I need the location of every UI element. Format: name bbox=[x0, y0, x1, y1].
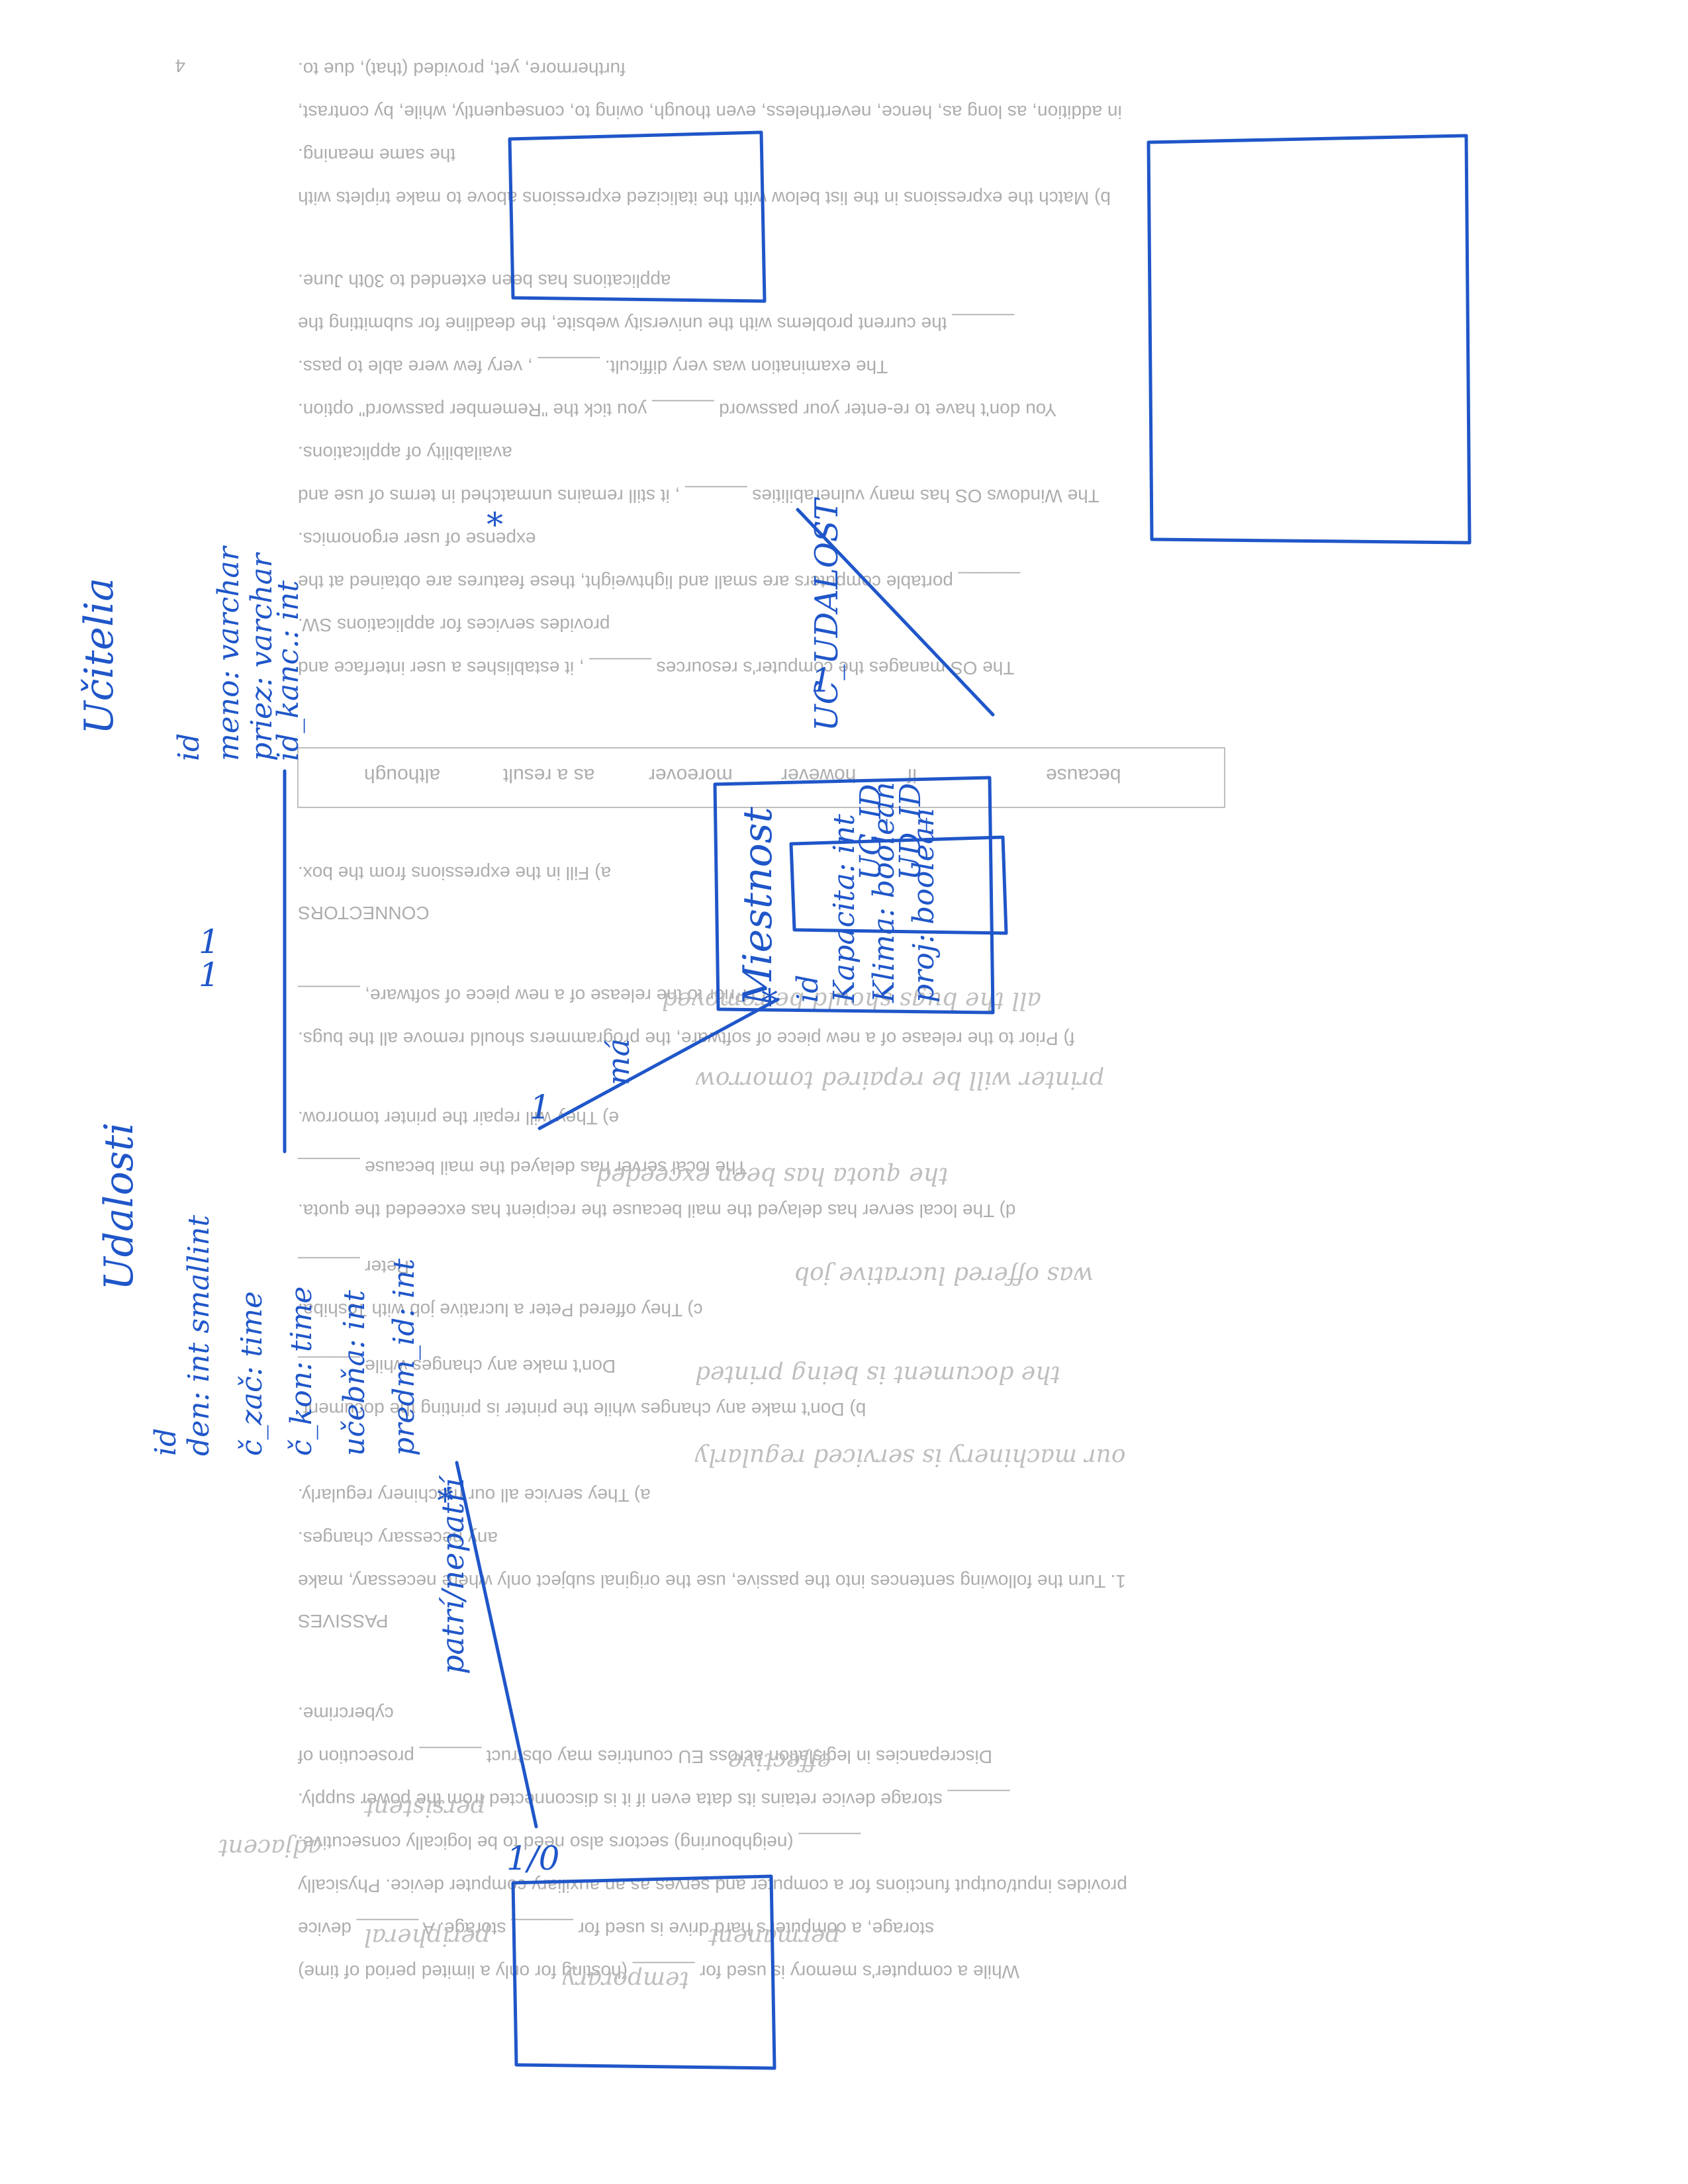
entity-box bbox=[1147, 134, 1472, 545]
entity-field: den: int smallint bbox=[182, 1214, 216, 1456]
relationship-label: má bbox=[600, 1038, 636, 1085]
cardinality-to: 1 bbox=[811, 661, 832, 700]
bleed-line: The Windows OS has many vulnerabilities … bbox=[298, 486, 1100, 506]
bleed-line: e) They will repair the printer tomorrow… bbox=[298, 1108, 619, 1128]
bleed-line: ______ portable computers are small and … bbox=[298, 572, 1021, 592]
bleed-line: f) Prior to the release of a new piece o… bbox=[298, 1028, 1074, 1049]
entity-title: Udalosti bbox=[96, 1122, 142, 1291]
bleed-handwritten-answer: was offered lucrative job bbox=[794, 1261, 1094, 1289]
bleed-line: You don't have to re-enter your password… bbox=[298, 400, 1056, 420]
bleed-line: a) They service all our machinery regula… bbox=[298, 1485, 651, 1506]
cardinality-from: * bbox=[437, 1482, 453, 1520]
bleed-line: Discrepancies in legislation across EU c… bbox=[298, 1747, 992, 1767]
bleed-handwritten-answer: adjacent bbox=[218, 1834, 322, 1861]
cardinality-from: 1 bbox=[199, 923, 220, 961]
entity-field: id bbox=[791, 975, 825, 1003]
bleed-handwritten-answer: persistent bbox=[363, 1794, 485, 1821]
bleed-line: 1. Turn the following sentences into the… bbox=[298, 1571, 1126, 1592]
bleed-line: PASSIVES bbox=[298, 1611, 388, 1631]
entity-field: UC_ID bbox=[854, 784, 888, 880]
bleed-line: storage, a computer's hard drive is used… bbox=[298, 1919, 934, 1939]
entity-field: id bbox=[149, 1428, 183, 1456]
entity-field: Klima: boolean bbox=[867, 782, 901, 1003]
cardinality-to: * bbox=[761, 982, 778, 1021]
bleed-line: b) Match the expressions in the list bel… bbox=[298, 188, 1111, 208]
bleed-line: The local server has delayed the mail be… bbox=[298, 1158, 747, 1178]
rel-ucitelia-miestnost bbox=[796, 508, 995, 717]
bleed-line: availability of applications. bbox=[298, 443, 512, 463]
entity-predmet: Predmetidname: varchartext_kod: varcharK… bbox=[511, 1874, 776, 2070]
bleed-handwritten-answer: permanent bbox=[708, 1923, 840, 1950]
bleed-handwritten-answer: the quota has been exceeded bbox=[596, 1162, 948, 1189]
entity-field: učebňa: int bbox=[338, 1290, 371, 1456]
rel-udalosti-predmet bbox=[455, 1461, 538, 1829]
entity-field: priez: varchar bbox=[245, 551, 279, 761]
bleed-handwritten-answer: temporary bbox=[562, 1966, 689, 1993]
entity-field: id bbox=[172, 733, 206, 761]
bleed-line: CONNECTORS bbox=[298, 903, 430, 923]
bleed-page-number: 4 bbox=[175, 56, 185, 76]
bleed-line: Prior to the release of a new piece of s… bbox=[298, 985, 747, 1006]
bleed-line: b) Don't make any changes while the prin… bbox=[298, 1399, 866, 1420]
entity-title: UC_UDALOST bbox=[808, 497, 845, 731]
bleed-box-word: because bbox=[1046, 764, 1121, 786]
bleed-handwritten-answer: printer will be repaired tomorrow bbox=[695, 1066, 1105, 1093]
bleed-handwritten-answer: effective bbox=[728, 1748, 831, 1775]
entity-box bbox=[789, 835, 1008, 935]
bleed-handwritten-answer: our machinery is serviced regularly bbox=[694, 1443, 1125, 1471]
bleed-line: Don't make any changes while ______ bbox=[298, 1356, 616, 1377]
bleed-line: provides services for applications SW. bbox=[298, 615, 610, 635]
entity-box bbox=[508, 130, 767, 303]
entity-box bbox=[713, 776, 995, 1015]
bleed-line: cybercrime. bbox=[298, 1704, 394, 1724]
bleed-box-word: as a result bbox=[502, 764, 594, 786]
bleed-box-word: although bbox=[364, 764, 440, 786]
entity-field: č_kon: time bbox=[285, 1287, 318, 1456]
bleed-line: applications has been extended to 30th J… bbox=[298, 271, 671, 291]
bleed-through-text: While a computer's memory is used for __… bbox=[175, 56, 1225, 1993]
entity-field: UD_ID bbox=[894, 783, 927, 880]
bleed-line: in addition, as long as, hence, neverthe… bbox=[298, 102, 1122, 122]
bleed-line: Peter ______ bbox=[298, 1257, 410, 1277]
entity-field: predm_id: int bbox=[387, 1258, 421, 1456]
bleed-line: furthermore, yet, provided (that), due t… bbox=[298, 59, 626, 79]
entity-title: Učitelia bbox=[76, 578, 122, 735]
bleed-line: While a computer's memory is used for __… bbox=[298, 1962, 1019, 1982]
cardinality-from: * bbox=[487, 506, 503, 544]
bleed-line: any necessary changes. bbox=[298, 1528, 498, 1549]
rel-udalosti-miestnost bbox=[538, 997, 780, 1130]
bleed-line: The examination was very difficult. ____… bbox=[298, 357, 888, 377]
bleed-line: ______ storage device retains its data e… bbox=[298, 1790, 1010, 1810]
bleed-line: c) They offered Peter a lucrative job wi… bbox=[298, 1300, 703, 1320]
entity-field: č_zač: time bbox=[235, 1291, 269, 1456]
entity-field: id_kanc.: int bbox=[271, 580, 305, 761]
entity-title: Miestnost bbox=[735, 806, 781, 1007]
bleed-line: a) Fill in the expressions from the box. bbox=[298, 863, 611, 884]
bleed-handwritten-answer: the document is being printed bbox=[695, 1361, 1060, 1388]
bleed-handwritten-answer: peripheral bbox=[364, 1923, 491, 1950]
bleed-line: The OS manages the computer's resources … bbox=[298, 658, 1014, 678]
cardinality-to: 1/0 bbox=[506, 1839, 559, 1878]
bleed-line: expense of user ergonomics. bbox=[298, 529, 536, 549]
cardinality-from: 1 bbox=[530, 1088, 551, 1126]
bleed-line: d) The local server has delayed the mail… bbox=[298, 1201, 1015, 1221]
bleed-line: the same meaning. bbox=[298, 145, 455, 165]
bleed-line: ______ the current problems with the uni… bbox=[298, 314, 1015, 334]
bleed-word-box bbox=[297, 747, 1225, 808]
entity-field: meno: varchar bbox=[212, 545, 246, 761]
entity-box bbox=[511, 1874, 776, 2070]
entity-field: Kapacita: int bbox=[827, 814, 861, 1003]
relationship-label: patrí/nepatrí bbox=[435, 1475, 471, 1674]
bleed-line: ______ (neighbouring) sectors also need … bbox=[298, 1833, 861, 1853]
cardinality-to: 1 bbox=[199, 956, 220, 994]
